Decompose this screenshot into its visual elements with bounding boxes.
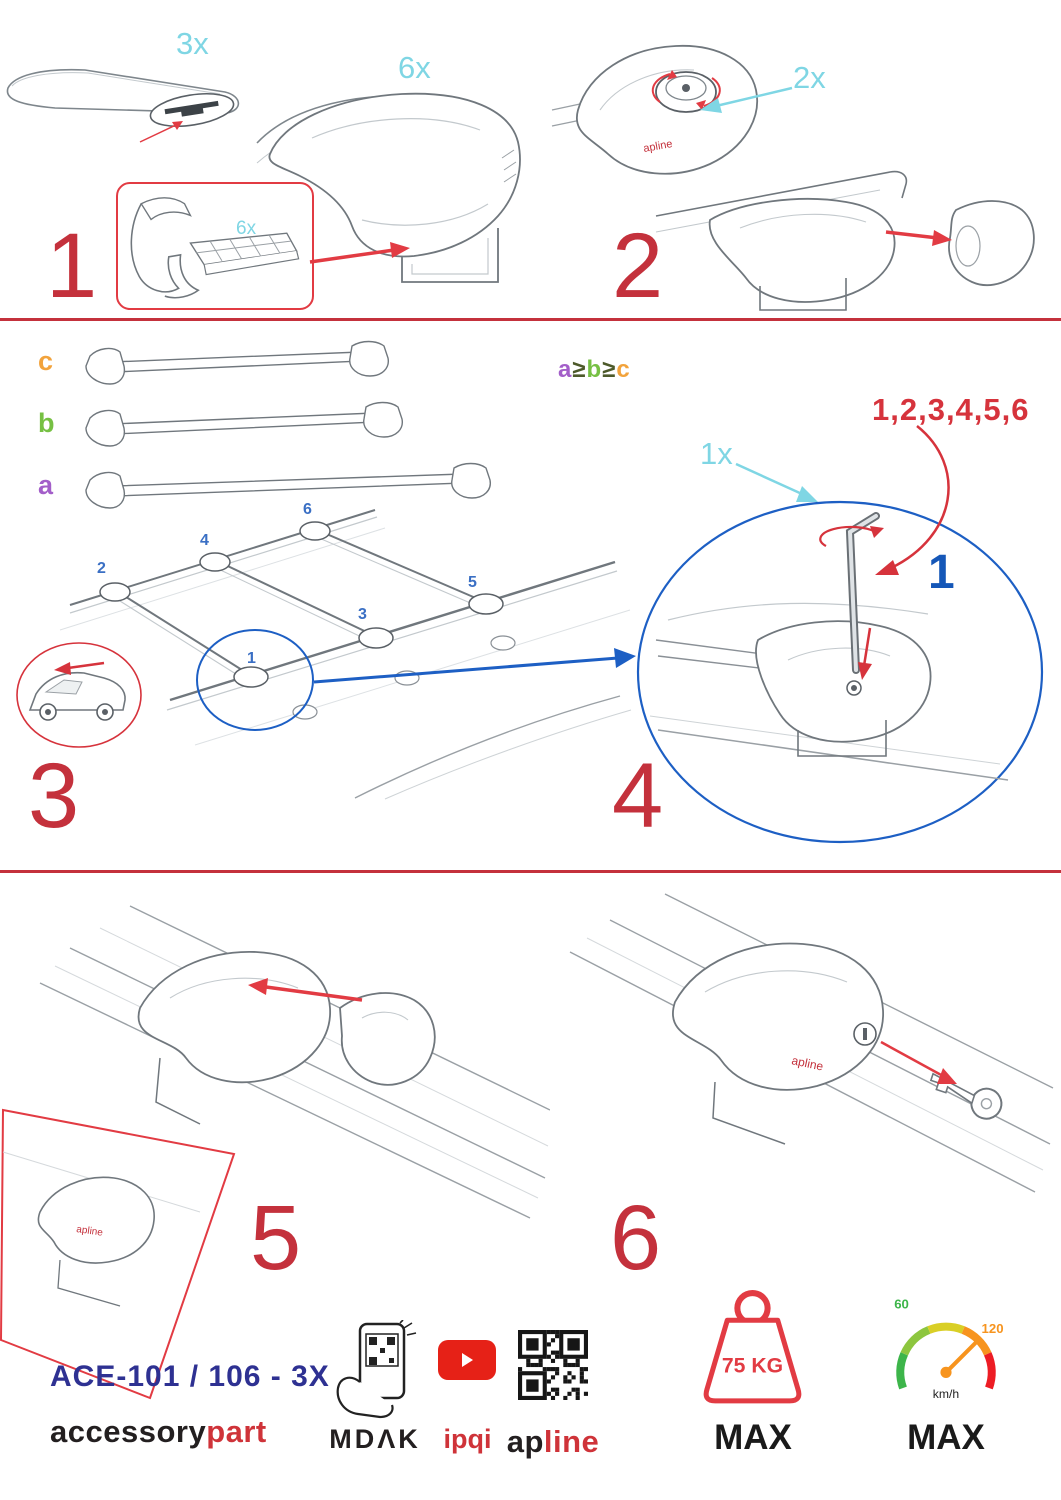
qr-code: [518, 1330, 588, 1400]
formula-op-2: ≥: [602, 356, 617, 383]
car-direction-illustration: [16, 642, 142, 748]
detail-zoom-illustration: [636, 500, 1044, 844]
bar-quantity-label: 3x: [176, 26, 209, 61]
max-load-label: MAX: [714, 1418, 792, 1457]
brand-line-text: line: [543, 1424, 600, 1459]
formula-b: b: [586, 356, 603, 383]
brand-accessorypart: accessorypart: [50, 1414, 267, 1450]
youtube-icon: [438, 1340, 496, 1380]
foot-logo-text: apline: [642, 138, 673, 155]
clamp-cover-piece: [339, 992, 436, 1086]
pad-insertion-arrow: [309, 242, 410, 264]
bar-end-slot: [149, 92, 235, 128]
brand-mdak: MDΛK: [329, 1424, 421, 1454]
bar-size-b-label: b: [38, 408, 55, 438]
brand-ap-text: ap: [506, 1424, 544, 1459]
bar-size-c-label: c: [38, 346, 54, 376]
qr-scan-phone-icon: [336, 1320, 417, 1419]
detail-zoom-arrow: [313, 648, 636, 684]
car-direction-arrow: [54, 661, 105, 675]
crossbar-illustration: [6, 68, 240, 143]
speed-limit-icon: 60 120 km/h: [894, 1296, 1004, 1401]
brand-accessory-text: accessory: [50, 1414, 207, 1449]
position-label-3: 3: [358, 606, 367, 623]
knob-pointer-arrow: [700, 86, 793, 113]
speedometer-needle: [943, 1339, 979, 1375]
bar-size-a-label: a: [38, 470, 54, 500]
youtube-play-triangle: [462, 1353, 473, 1367]
speed-low-label: 60: [894, 1296, 909, 1311]
bar-endcap-illustration: [655, 170, 1035, 311]
bar-size-a-illustration: [85, 462, 491, 509]
foot-logo-text-lock: apline: [790, 1053, 825, 1073]
position-label-5: 5: [468, 574, 477, 591]
lock-cylinder: [853, 1022, 877, 1046]
position-label-6: 6: [303, 501, 312, 518]
position-label-2: 2: [97, 560, 106, 577]
clamp-attach-illustration: [39, 905, 550, 1219]
section-divider-1: [0, 318, 1061, 321]
tighten-down-arrow: [858, 627, 872, 680]
key-insert-arrow: [880, 1040, 957, 1084]
tightening-sequence-label: 1,2,3,4,5,6: [872, 392, 1030, 427]
speed-high-label: 120: [982, 1321, 1004, 1336]
clamp-detail-panel: apline: [0, 1108, 236, 1400]
bar-size-c-illustration: [85, 340, 389, 385]
size-order-formula: a≥b≥c: [558, 356, 631, 384]
key: [929, 1072, 1003, 1120]
position-label-1: 1: [247, 650, 256, 667]
clamp-attach-arrow: [248, 978, 363, 1002]
speed-limit-label: MAX: [907, 1418, 985, 1457]
formula-op-1: ≥: [572, 356, 587, 383]
pad-cradle-illustration: [130, 197, 300, 299]
sequence-start-number: 1: [928, 546, 955, 599]
knob-quantity-label: 2x: [793, 60, 826, 95]
foot-quantity-label: 6x: [398, 50, 431, 85]
rubber-pad-inset: 6x: [116, 182, 314, 310]
position-label-4: 4: [200, 532, 209, 549]
foot-1-highlight-circle: [196, 629, 314, 731]
brand-ipqi: ipqi: [443, 1424, 492, 1454]
section-divider-2: [0, 870, 1061, 873]
max-load-value: 75 KG: [722, 1355, 783, 1378]
brand-part-text: part: [206, 1414, 267, 1449]
roof-mounting-illustration: [59, 509, 632, 800]
tool-quantity-label: 1x: [700, 436, 733, 471]
endcap-cover: [948, 200, 1035, 286]
tool-pointer-arrow: [735, 462, 818, 502]
step-number-1: 1: [46, 215, 97, 317]
step-number-4: 4: [612, 745, 663, 847]
formula-c: c: [616, 356, 631, 383]
qr-finder-tl: [518, 1330, 547, 1359]
step-number-3: 3: [28, 745, 79, 847]
lock-key-illustration: apline: [569, 893, 1054, 1193]
pad-quantity-label: 6x: [236, 218, 257, 239]
qr-finder-bl: [518, 1371, 547, 1400]
step-number-2: 2: [612, 215, 663, 317]
knob-rotation-arrows: [651, 70, 721, 110]
knob-foot-illustration: apline: [551, 45, 758, 175]
key-rotation-arrow: [819, 525, 884, 547]
formula-a: a: [558, 356, 573, 383]
endcap-arrow: [885, 230, 952, 246]
speed-unit-label: km/h: [933, 1387, 959, 1401]
foot-logo-text-panel: apline: [76, 1224, 104, 1239]
brand-apline: apline: [498, 1424, 608, 1460]
bar-size-b-illustration: [85, 401, 403, 447]
adjustment-knob: [655, 71, 717, 113]
step-number-5: 5: [250, 1187, 301, 1289]
model-number: ACE-101 / 106 - 3X: [50, 1360, 330, 1393]
step-number-6: 6: [610, 1187, 661, 1289]
qr-modules: [518, 1330, 588, 1400]
allen-key: [845, 512, 880, 674]
sequence-arrow: [875, 425, 950, 575]
qr-finder-tr: [559, 1330, 588, 1359]
slot-pointer-arrow: [139, 121, 183, 143]
roof-foot-illustration: [256, 92, 521, 283]
max-load-icon: 75 KG: [703, 1290, 802, 1404]
